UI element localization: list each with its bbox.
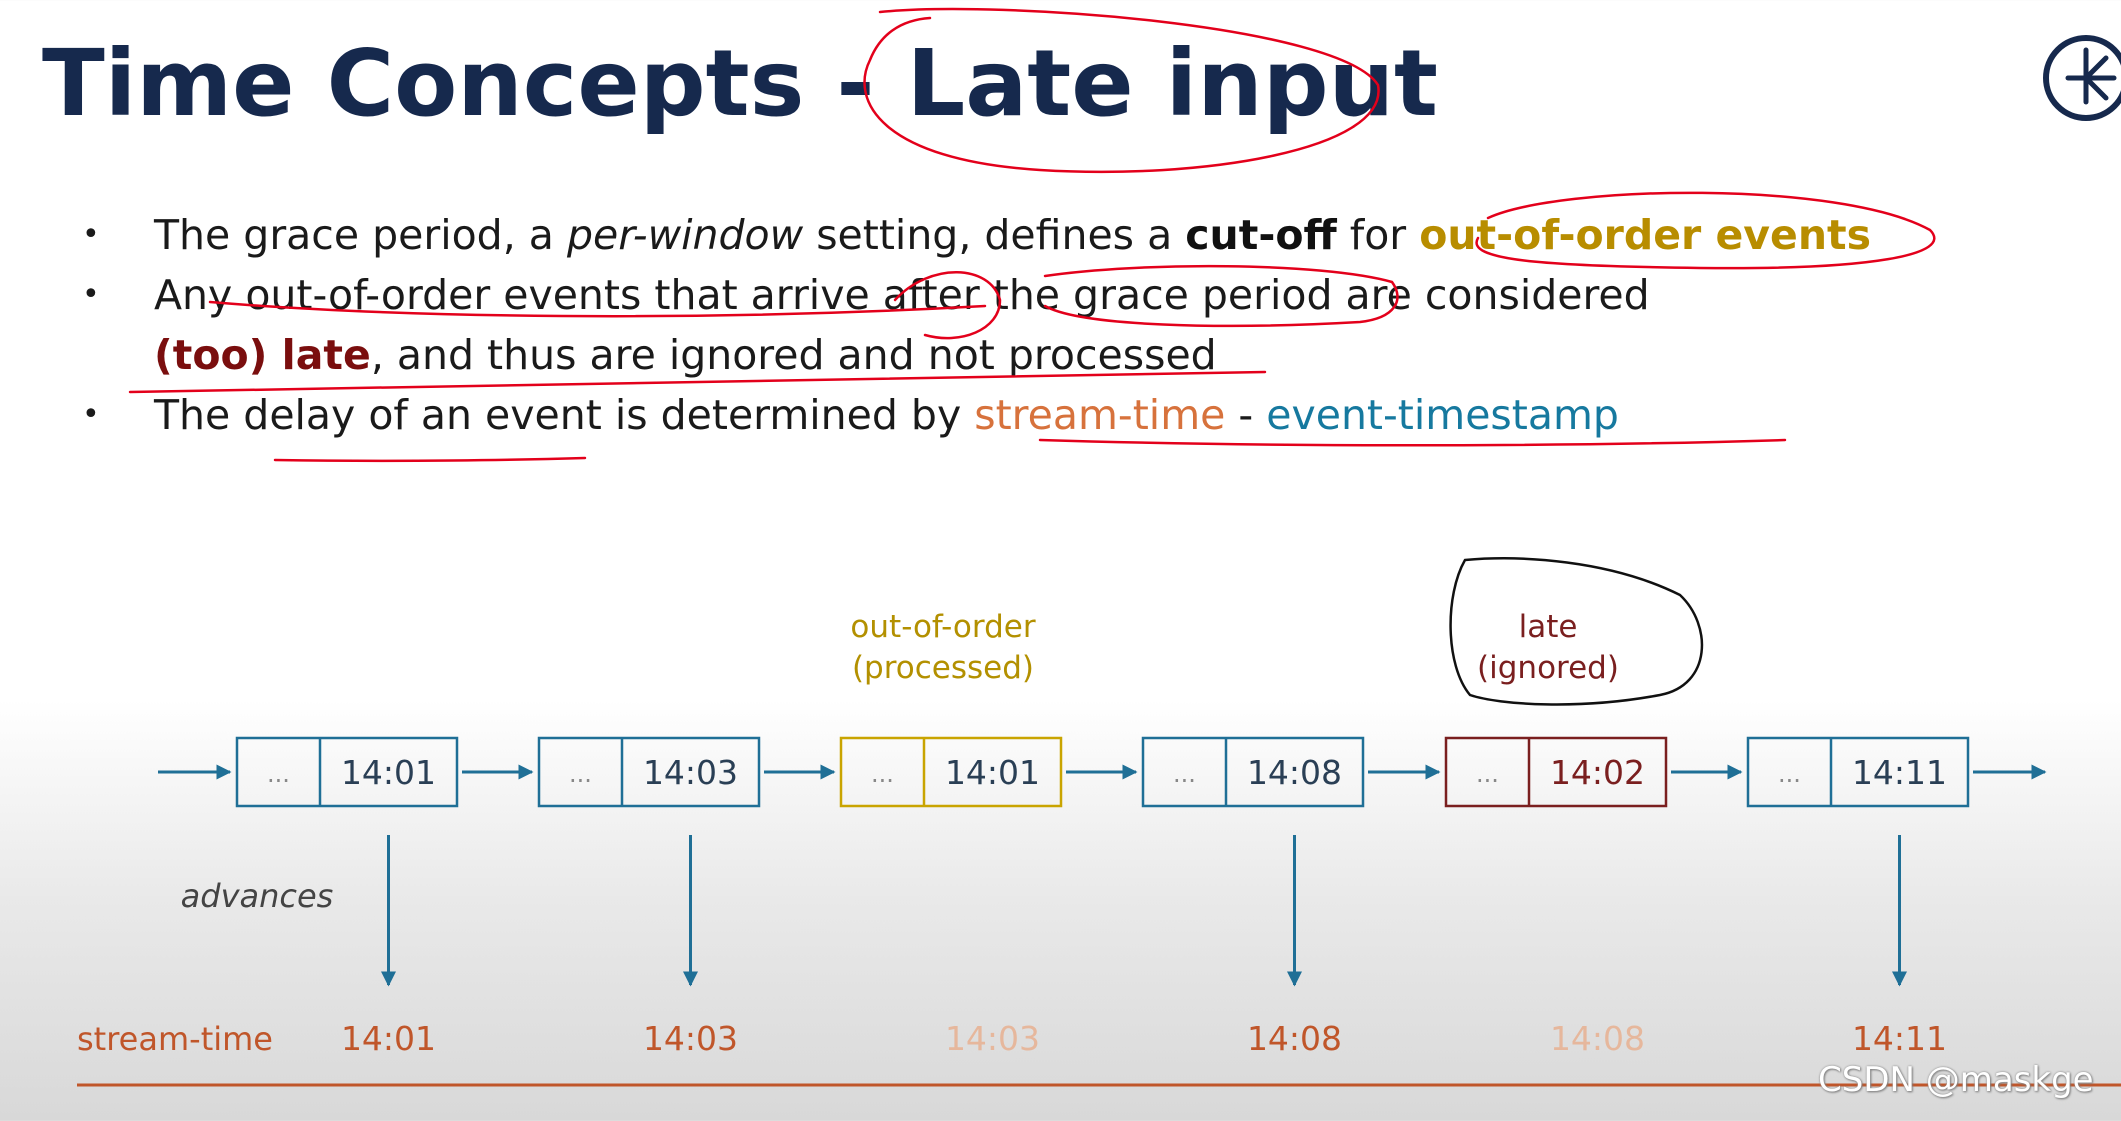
late-label: late — [1519, 609, 1578, 645]
processed-label: (processed) — [852, 650, 1034, 686]
ignored-label: (ignored) — [1477, 650, 1619, 686]
stream-time-value: 14:08 — [1247, 1019, 1342, 1058]
event-box — [1444, 736, 1668, 808]
out-of-order-label: out-of-order — [850, 609, 1035, 645]
bullet-list: • The grace period, a per-window setting… — [80, 205, 2040, 445]
event-box — [1141, 736, 1365, 808]
brand-logo-icon — [2043, 35, 2121, 121]
event-record: ... 14:02 — [1444, 736, 1668, 808]
bullet-dot: • — [82, 217, 100, 252]
event-payload-dots: ... — [569, 760, 592, 788]
stream-time-value: 14:01 — [341, 1019, 436, 1058]
stream-time-value: 14:08 — [1550, 1019, 1645, 1058]
event-payload-dots: ... — [1476, 760, 1499, 788]
event-box — [1746, 736, 1970, 808]
watermark: CSDN @maskge — [1818, 1060, 2094, 1100]
stream-time-advance-arrows — [381, 835, 1907, 987]
event-timestamp: 14:08 — [1247, 753, 1342, 792]
event-timestamp: 14:01 — [945, 753, 1040, 792]
event-timestamp: 14:03 — [643, 753, 738, 792]
stream-time-value: 14:03 — [945, 1019, 1040, 1058]
stream-time-label: stream-time — [77, 1020, 273, 1058]
event-payload-dots: ... — [267, 760, 290, 788]
stream-time-value: 14:03 — [643, 1019, 738, 1058]
event-record: ... 14:01 — [235, 736, 459, 808]
event-payload-dots: ... — [1778, 760, 1801, 788]
event-timestamp-text: event-timestamp — [1266, 391, 1619, 439]
event-timestamp: 14:01 — [341, 753, 436, 792]
event-timestamp: 14:11 — [1852, 753, 1947, 792]
bullet-delay: • The delay of an event is determined by… — [80, 385, 2040, 445]
event-box — [537, 736, 761, 808]
stream-time-value: 14:11 — [1852, 1019, 1947, 1058]
event-record: ... 14:08 — [1141, 736, 1365, 808]
event-record: ... 14:11 — [1746, 736, 1970, 808]
event-timestamp: 14:02 — [1550, 753, 1645, 792]
stream-time-text: stream-time — [974, 391, 1226, 439]
event-payload-dots: ... — [1173, 760, 1196, 788]
bullet-dot: • — [82, 277, 100, 312]
advances-label: advances — [181, 877, 334, 915]
event-record: ... 14:03 — [537, 736, 761, 808]
event-record: ... 14:01 — [839, 736, 1063, 808]
event-box — [839, 736, 1063, 808]
stream-time-values: 14:01 14:03 14:03 14:08 14:08 14:11 — [341, 1019, 1947, 1058]
event-flow: ... 14:01... 14:03... 14:01... 14:08... 14:02… — [158, 736, 2047, 808]
per-window-text: per-window — [566, 211, 804, 259]
event-payload-dots: ... — [871, 760, 894, 788]
cut-off-text: cut-off — [1185, 211, 1337, 259]
event-box — [235, 736, 459, 808]
bullet-dot: • — [82, 397, 100, 432]
